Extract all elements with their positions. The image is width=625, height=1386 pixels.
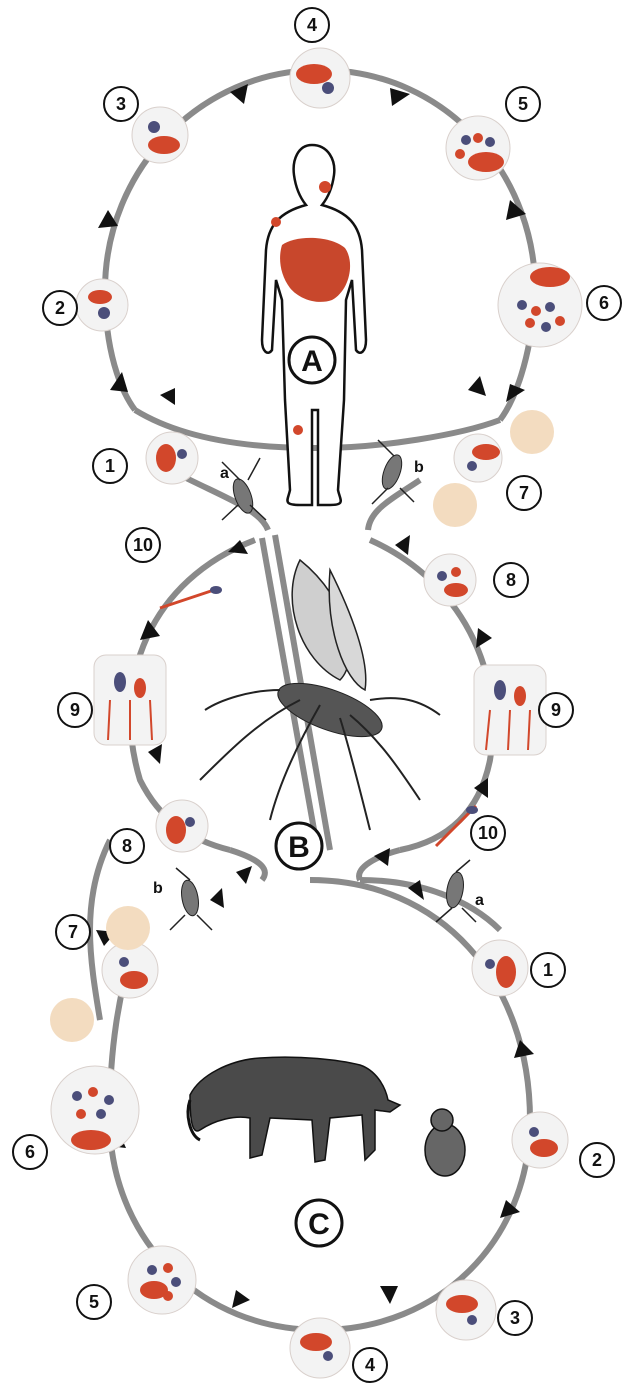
cell-c4	[290, 1318, 350, 1378]
plain-cell	[433, 483, 477, 527]
step-label-c6: 6	[25, 1142, 35, 1162]
step-label-a1: 1	[105, 456, 115, 476]
cell-c1	[472, 940, 528, 996]
arrow-icon	[236, 866, 252, 884]
arrow-icon	[232, 1290, 250, 1308]
arrow-icon	[210, 888, 224, 908]
cell-a5	[446, 116, 510, 180]
cell-a4	[290, 48, 350, 108]
cell-b8-right	[424, 554, 476, 606]
vector-label-b-bottom: b	[153, 880, 163, 897]
step-label-a5: 5	[518, 94, 528, 114]
cell-a6	[498, 263, 582, 347]
step-label-a6: 6	[599, 293, 609, 313]
plain-cell	[106, 906, 150, 950]
arrow-icon	[468, 376, 486, 396]
step-label-c3: 3	[510, 1308, 520, 1328]
step-label-c5: 5	[89, 1292, 99, 1312]
cell-c3	[436, 1280, 496, 1340]
cell-b9-left	[94, 655, 166, 745]
cycle-label-b: B	[288, 831, 310, 864]
step-label-a3: 3	[116, 94, 126, 114]
step-label-b8-right: 8	[506, 570, 516, 590]
step-label-b10-left: 10	[133, 535, 153, 555]
cycle-label-c: C	[308, 1208, 330, 1241]
arrow-icon	[476, 628, 492, 648]
rodent-reservoir-host	[425, 1109, 465, 1176]
step-label-b9-right: 9	[551, 700, 561, 720]
plain-cell	[50, 998, 94, 1042]
dog-reservoir-host	[188, 1057, 400, 1162]
cell-a2	[76, 279, 128, 331]
step-label-c7: 7	[68, 922, 78, 942]
cell-c7	[102, 942, 158, 998]
cell-a7	[454, 434, 502, 482]
cell-c6	[51, 1066, 139, 1154]
step-label-a2: 2	[55, 298, 65, 318]
arrow-icon	[148, 744, 162, 764]
plain-cell	[510, 410, 554, 454]
cycle-label-a: A	[301, 345, 323, 378]
arrow-icon	[380, 1286, 398, 1304]
cell-c2	[512, 1112, 568, 1168]
arrow-icon	[160, 388, 175, 405]
step-label-c4: 4	[365, 1355, 375, 1375]
arrow-icon	[506, 384, 525, 402]
vector-label-a-top: a	[220, 465, 229, 482]
cell-a3	[132, 107, 188, 163]
step-label-c2: 2	[592, 1150, 602, 1170]
step-label-b10-right: 10	[478, 823, 498, 843]
arrow-icon	[374, 848, 390, 866]
small-sandfly-b-bottom	[170, 868, 212, 930]
step-label-c1: 1	[543, 960, 553, 980]
vector-label-a-bottom: a	[475, 892, 484, 909]
step-label-b8-left: 8	[122, 836, 132, 856]
step-label-a7: 7	[519, 483, 529, 503]
cell-b8-left	[156, 800, 208, 852]
cell-b9-right	[474, 665, 546, 755]
step-label-a4: 4	[307, 15, 317, 35]
cell-c5	[128, 1246, 196, 1314]
step-label-b9-left: 9	[70, 700, 80, 720]
cell-a1	[146, 432, 198, 484]
vector-label-b-top: b	[414, 459, 424, 476]
